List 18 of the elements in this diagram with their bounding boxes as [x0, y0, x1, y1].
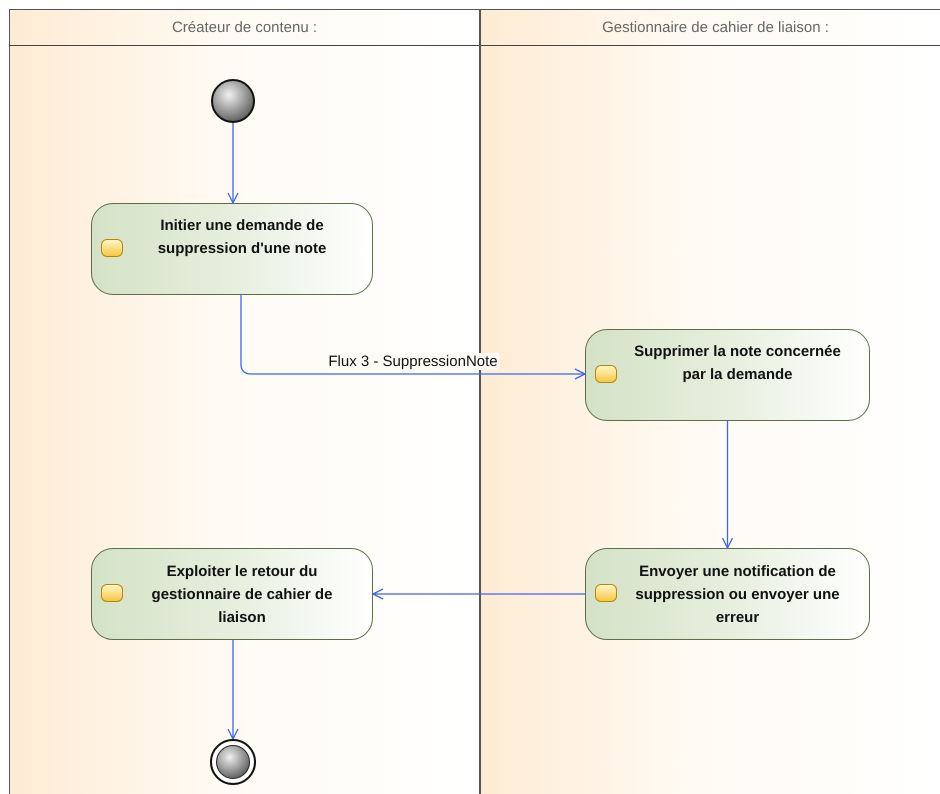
arrow: [240, 295, 586, 380]
arrow: [722, 421, 734, 549]
lane-title: Gestionnaire de cahier de liaison :: [602, 19, 829, 36]
action-text: Envoyer une notification de suppression ou envoyer une erreur: [634, 562, 841, 628]
arrow: [372, 588, 585, 600]
action-box: [91, 203, 373, 295]
lane-title: Créateur de contenu :: [172, 19, 318, 36]
action-text: Supprimer la note concernée par la demande: [633, 342, 842, 385]
initial-node: [211, 79, 255, 123]
edge-label: Flux 3 - SuppressionNote: [326, 353, 500, 370]
action-box: [585, 329, 870, 421]
action-box: [91, 548, 373, 640]
arrow: [227, 640, 239, 740]
action-box: [585, 548, 870, 640]
final-node: [210, 739, 256, 785]
action-text: Initier une demande de suppression d'une note: [156, 216, 328, 259]
action-text: Exploiter le retour du gestionnaire de cahier de liaison: [150, 562, 334, 628]
arrow: [227, 123, 239, 204]
